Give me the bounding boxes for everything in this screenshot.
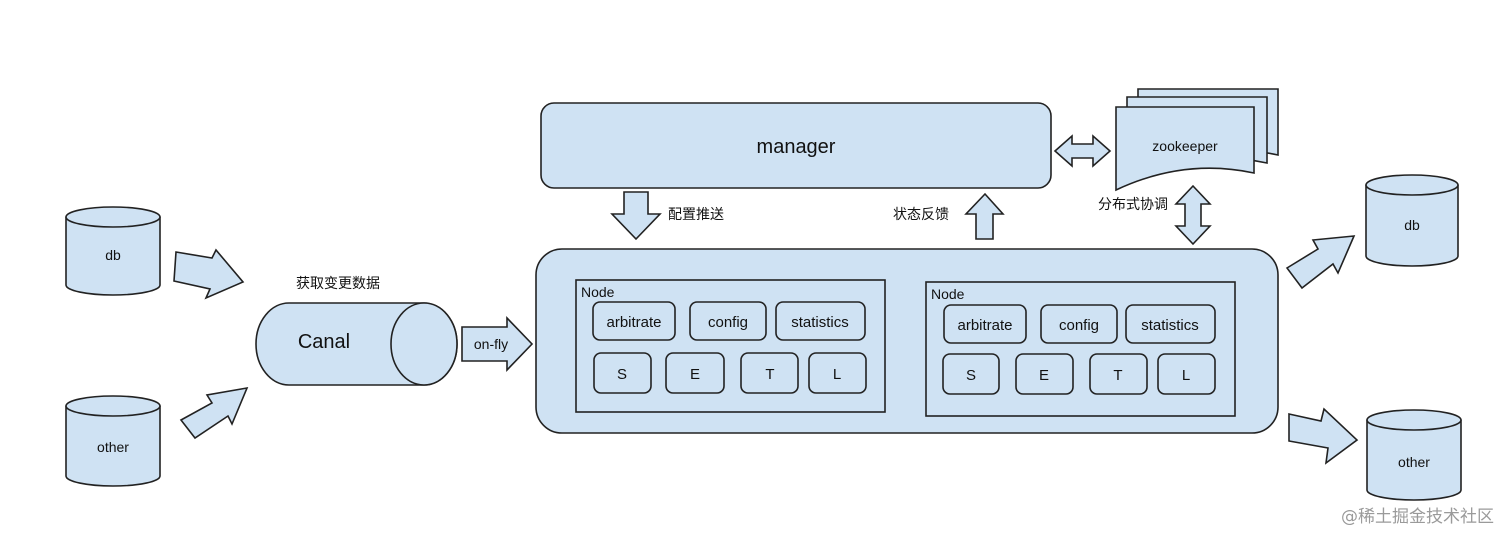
manager-label: manager [757, 136, 836, 158]
svg-text:E: E [1039, 367, 1049, 384]
node-1-e: E [665, 352, 725, 394]
coordination-label: 分布式协调 [1098, 197, 1168, 213]
zookeeper-stack: zookeeper [1115, 88, 1279, 192]
source-other-label: other [97, 439, 129, 455]
svg-text:S: S [966, 367, 976, 384]
svg-text:config: config [1059, 317, 1099, 334]
target-db-cylinder: db [1365, 174, 1459, 267]
source-other-cylinder: other [65, 395, 161, 487]
svg-text:arbitrate: arbitrate [606, 314, 661, 331]
svg-text:T: T [1113, 367, 1122, 384]
source-db-cylinder: db [65, 206, 161, 296]
node-2-frame [925, 281, 1236, 417]
node-2-s: S [942, 353, 1000, 395]
svg-text:L: L [833, 366, 841, 383]
status-feedback-arrow-icon [964, 192, 1005, 240]
node-1-arbitrate: arbitrate [592, 301, 676, 341]
arrow-to-target-db-icon [1285, 235, 1356, 290]
config-push-label: 配置推送 [668, 207, 724, 223]
target-other-label: other [1398, 454, 1430, 470]
watermark-text: @稀土掘金技术社区 [1341, 507, 1494, 527]
config-push-arrow-icon [610, 191, 662, 241]
onfly-arrow: on-fly [461, 316, 534, 372]
node-2-t: T [1089, 353, 1148, 395]
node-1-statistics: statistics [775, 301, 866, 341]
target-other-cylinder: other [1366, 409, 1462, 501]
svg-text:statistics: statistics [1141, 317, 1199, 334]
svg-text:statistics: statistics [791, 314, 849, 331]
coordination-arrow-icon [1174, 184, 1212, 246]
node-2-arbitrate: arbitrate [943, 304, 1027, 344]
status-feedback-label: 状态反馈 [893, 207, 949, 223]
canal-cylinder: Canal [255, 302, 458, 386]
arrow-other-to-canal-icon [179, 386, 249, 440]
node-2-statistics: statistics [1125, 304, 1216, 344]
node-2: Node arbitrate config statistics S E T L [925, 281, 1236, 417]
node-1-s: S [593, 352, 652, 394]
node-1-t: T [740, 352, 799, 394]
svg-text:S: S [617, 366, 627, 383]
svg-text:L: L [1182, 367, 1190, 384]
onfly-arrow-icon [461, 316, 534, 372]
canal-caption: 获取变更数据 [296, 276, 380, 292]
canal-label: Canal [298, 331, 350, 353]
arrow-db-to-canal-icon [173, 248, 245, 300]
arrow-to-target-other-icon [1288, 407, 1359, 465]
svg-text:T: T [765, 366, 774, 383]
node-2-config: config [1040, 304, 1118, 344]
node-1: Node arbitrate config statistics S E T L [575, 279, 886, 413]
node-2-l: L [1157, 353, 1216, 395]
node-1-frame [575, 279, 886, 413]
node-1-l: L [808, 352, 867, 394]
svg-text:E: E [690, 366, 700, 383]
node-1-config: config [689, 301, 767, 341]
source-db-label: db [105, 247, 121, 263]
zookeeper-label: zookeeper [1152, 138, 1218, 154]
onfly-label: on-fly [474, 336, 508, 352]
node-2-title: Node [931, 286, 965, 302]
svg-text:config: config [708, 314, 748, 331]
node-1-title: Node [581, 284, 615, 300]
manager-zookeeper-arrow-icon [1053, 134, 1112, 168]
svg-text:arbitrate: arbitrate [957, 317, 1012, 334]
target-db-label: db [1404, 217, 1420, 233]
node-2-e: E [1015, 353, 1074, 395]
manager-box: manager [540, 102, 1052, 189]
